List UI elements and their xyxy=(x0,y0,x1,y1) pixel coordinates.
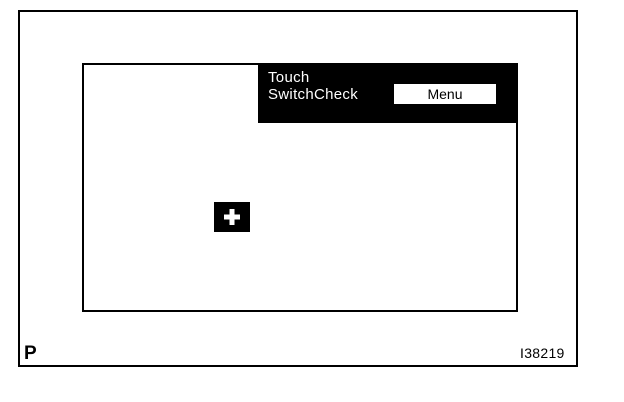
menu-button[interactable]: Menu xyxy=(393,83,497,105)
plus-icon-graphic xyxy=(224,209,240,225)
plus-crosshair-icon[interactable] xyxy=(214,202,250,232)
title-line-switchcheck: SwitchCheck xyxy=(268,86,358,103)
title-line-touch: Touch xyxy=(268,69,310,86)
figure-code: I38219 xyxy=(520,345,565,361)
corner-label: P xyxy=(24,343,37,364)
touch-screen[interactable]: Touch SwitchCheck Menu xyxy=(82,63,518,312)
plus-horizontal-bar xyxy=(224,214,240,220)
header-panel: Touch SwitchCheck Menu xyxy=(258,65,516,123)
